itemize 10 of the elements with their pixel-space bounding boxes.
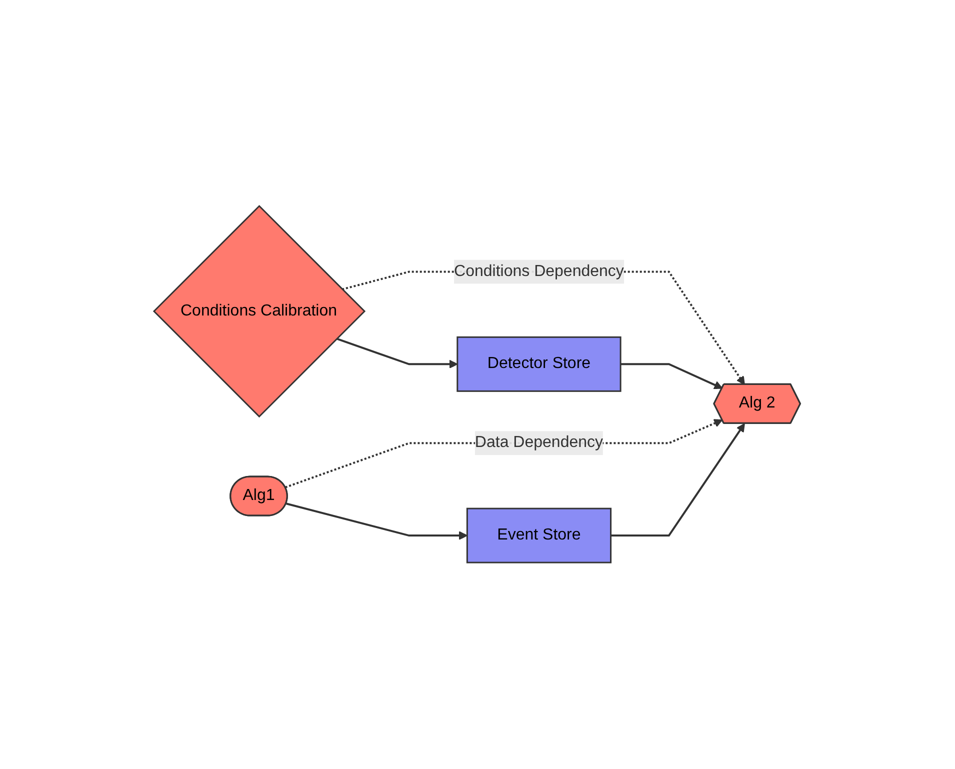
node-box: Event Store bbox=[466, 508, 612, 564]
arrow bbox=[336, 338, 458, 369]
arrow bbox=[620, 363, 724, 390]
arrow bbox=[611, 423, 746, 537]
arrow bbox=[286, 502, 468, 540]
edge-label: Conditions Dependency bbox=[454, 263, 624, 280]
node-diamond: Conditions Calibration bbox=[153, 205, 366, 418]
node-box: Detector Store bbox=[457, 336, 622, 392]
arrow bbox=[285, 419, 724, 489]
edge-label: Data Dependency bbox=[475, 434, 604, 452]
